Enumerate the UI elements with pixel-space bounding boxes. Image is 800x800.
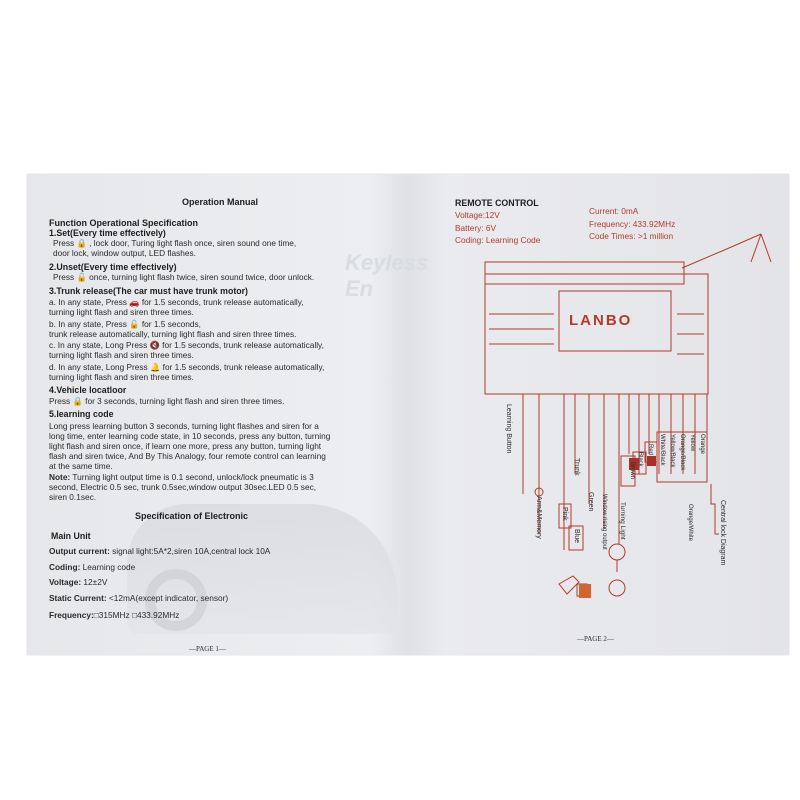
note-line: second, Electric 0.5 sec, trunk 0.5sec,w… — [49, 482, 317, 492]
remote-code-times: Code Times: >1 million — [589, 231, 674, 241]
static-value: <12mA(except indicator, sensor) — [106, 593, 229, 603]
car-wheel-watermark — [145, 569, 207, 631]
wire-label-orange-white: Orange/White — [687, 504, 693, 542]
trunk-heading: 3.Trunk release(The car must have trunk … — [49, 286, 248, 296]
led-icon — [534, 487, 544, 497]
learning-line: long time, enter learning code state, in… — [49, 431, 331, 441]
wire-label-arm-memory: Arm&Memory — [535, 496, 542, 539]
wire-label-white-black: White/Black — [659, 434, 665, 466]
wire-label-blue: Blue — [573, 529, 580, 544]
turning-light-bulb-icon — [608, 543, 626, 561]
wire-label-trunk: Trunk — [573, 458, 580, 476]
trunk-line: trunk release automatically, turning lig… — [49, 329, 297, 339]
wire-label-orange: Orange — [699, 434, 705, 455]
voltage-row: Voltage: 12±2V — [49, 577, 107, 587]
trunk-line: a. In any state, Press 🚗 for 1.5 seconds… — [49, 297, 304, 307]
output-current-row: Output current: signal light:5A*2,siren … — [49, 546, 270, 556]
red-relay-fill — [629, 458, 639, 470]
wire-label-yellow-black: Yellow/Black — [669, 434, 675, 468]
turning-light-bulb-icon-2 — [608, 579, 626, 597]
output-label: Output current: — [49, 546, 110, 556]
spec-heading: Specification of Electronic — [135, 511, 249, 521]
static-current-row: Static Current: <12mA(except indicator, … — [49, 593, 228, 603]
wire-label-red: Red — [647, 444, 653, 456]
coding-row: Coding: Learning code — [49, 562, 135, 572]
wire-label-pink: Pink — [561, 507, 568, 521]
learning-heading: 5.learning code — [49, 409, 114, 419]
note-label: Note: — [49, 472, 71, 482]
wire-label-learning-button: Learning Button — [505, 404, 512, 454]
trunk-line: turning light flash and siren three time… — [49, 350, 194, 360]
remote-frequency: Frequency: 433.92MHz — [589, 219, 676, 229]
voltage-value: 12±2V — [81, 577, 108, 587]
learning-line: flash and siren twice, And By This Analo… — [49, 451, 326, 461]
manual-spread: Keyless En Operation Manual Function Ope… — [27, 174, 789, 655]
central-lock-label: Central lock Diagram — [719, 500, 726, 566]
page-number: —PAGE 1— — [189, 645, 226, 653]
orange-relay-fill — [579, 584, 591, 598]
coding-label: Coding: — [49, 562, 81, 572]
wire-label-turning-light: Turning Light — [619, 502, 626, 540]
learning-line: Long press learning button 3 seconds, tu… — [49, 421, 319, 431]
unset-heading: 2.Unset(Every time effectively) — [49, 262, 177, 272]
learning-line: at the same time. — [49, 461, 113, 471]
main-unit-heading: Main Unit — [51, 531, 91, 541]
siren-icon — [558, 575, 580, 595]
trunk-line: d. In any state, Long Press 🔔 for 1.5 se… — [49, 362, 325, 372]
blue-box — [568, 525, 584, 551]
vehicle-heading: 4.Vehicle locatloor — [49, 385, 127, 395]
pink-box — [558, 503, 572, 529]
keyless-watermark: Keyless En — [345, 250, 429, 301]
set-heading: 1.Set(Every time effectively) — [49, 228, 166, 238]
antenna-icon — [681, 233, 772, 269]
page-title: Operation Manual — [182, 197, 259, 207]
static-label: Static Current: — [49, 593, 107, 603]
wire-label-yellow: Yellow — [689, 434, 695, 452]
control-unit-body — [484, 273, 709, 395]
remote-control-title: REMOTE CONTROL — [455, 198, 539, 208]
page-number: —PAGE 2— — [577, 635, 614, 643]
wire-label-window: Window rising output — [601, 494, 607, 550]
coding-value: Learning code — [80, 562, 136, 572]
frequency-value: □315MHz □433.92MHz — [93, 610, 180, 620]
trunk-line: c. In any state, Long Press 🔇 for 1.5 se… — [49, 340, 324, 350]
remote-current: Current: 0mA — [589, 206, 639, 216]
remote-voltage: Voltage:12V — [455, 210, 500, 220]
note-line: Note: Turning light output time is 0.1 s… — [49, 472, 314, 482]
learning-line: light flash and siren once, if learn one… — [49, 441, 322, 451]
brand-plate — [558, 290, 672, 352]
set-line: door lock, window output, LED flashes. — [53, 248, 196, 258]
note-line: siren 0.1sec. — [49, 492, 97, 502]
remote-coding: Coding: Learning Code — [455, 235, 541, 245]
frequency-label: Frequency: — [49, 610, 94, 620]
brand-label: LANBO — [569, 312, 633, 329]
remote-battery: Battery: 6V — [455, 223, 497, 233]
trunk-line: turning light flash and siren three time… — [49, 372, 194, 382]
set-line: Press 🔒 , lock door, Turing light flash … — [53, 238, 297, 248]
wire-label-orange-black: Orange/Black — [679, 434, 685, 471]
frequency-row: Frequency:□315MHz □433.92MHz — [49, 610, 179, 620]
red-relay-fill-2 — [647, 456, 656, 466]
page-1: Keyless En Operation Manual Function Ope… — [27, 174, 428, 655]
control-unit-top — [484, 261, 685, 285]
vehicle-line: Press 🔒 for 3 seconds, turning light fla… — [49, 396, 285, 406]
trunk-line: b. In any state, Press 🔓 for 1.5 seconds… — [49, 319, 201, 329]
brown-box — [620, 455, 636, 487]
trunk-line: turning light flash and siren three time… — [49, 307, 194, 317]
page-2: REMOTE CONTROL Voltage:12V Battery: 6V C… — [409, 174, 789, 655]
note-text: Turning light output time is 0.1 second,… — [70, 472, 314, 482]
voltage-label: Voltage: — [49, 577, 82, 587]
unset-line: Press 🔓 once, turning light flash twice,… — [53, 272, 315, 282]
wire-label-black: Black — [637, 452, 643, 467]
wire-label-green: Green — [587, 492, 594, 512]
section-heading: Function Operational Specification — [49, 218, 199, 228]
wiring-diagram — [484, 233, 772, 598]
output-value: signal light:5A*2,siren 10A,central lock… — [109, 546, 271, 556]
central-lock-bracket — [710, 484, 719, 535]
